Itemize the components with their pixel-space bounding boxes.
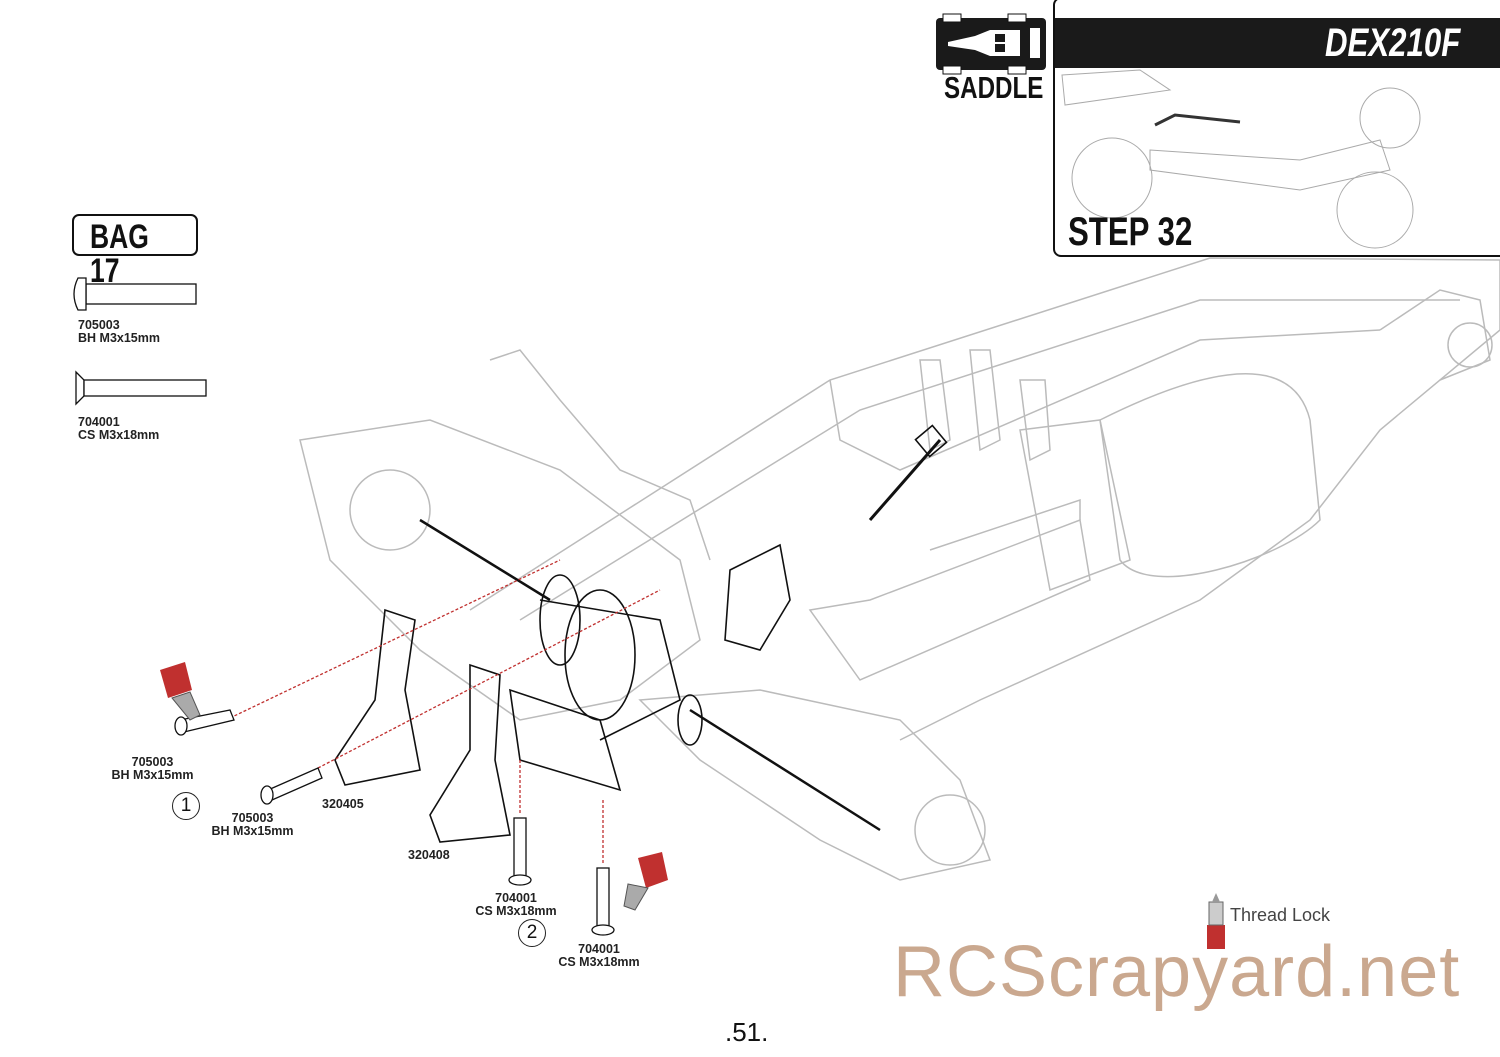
callout-brace-320408: 320408 <box>408 848 450 862</box>
callout-screw-1b: 705003 BH M3x15mm <box>205 812 300 838</box>
part-desc: CS M3x18mm <box>475 904 557 918</box>
part-number: 704001 <box>578 942 620 956</box>
callout-screw-2b: 704001 CS M3x18mm <box>551 943 647 969</box>
part-desc: CS M3x18mm <box>558 955 640 969</box>
bag-label-text: BAG 17 <box>90 218 149 290</box>
thread-lock-legend: Thread Lock <box>1230 905 1331 925</box>
part-number: 705003 <box>78 318 120 332</box>
bag-item-1: 705003 BH M3x15mm <box>78 319 160 345</box>
step-overview-panel <box>1053 0 1500 257</box>
part-desc: BH M3x15mm <box>111 768 194 782</box>
part-number: 704001 <box>495 891 537 905</box>
section-label: SADDLE <box>944 70 1044 105</box>
callout-screw-2a: 704001 CS M3x18mm <box>468 892 564 918</box>
step-marker-1: 1 <box>172 792 200 820</box>
bag-item-2: 704001 CS M3x18mm <box>78 416 159 442</box>
callout-brace-320405: 320405 <box>322 797 364 811</box>
callout-screw-1a: 705003 BH M3x15mm <box>100 756 205 782</box>
page-number: .51. <box>725 1017 769 1047</box>
thread-lock-bottle <box>160 662 1225 949</box>
bag-label: BAG 17 <box>72 214 198 288</box>
step-title: STEP 32 <box>1068 210 1193 254</box>
part-desc: BH M3x15mm <box>78 331 160 345</box>
model-logo: DEX210F <box>1325 21 1461 65</box>
saddle-icon <box>936 13 1046 75</box>
part-number: 705003 <box>231 811 274 825</box>
header-banner <box>1055 18 1500 68</box>
part-number: 704001 <box>78 415 120 429</box>
watermark: RCScrapyard.net <box>893 932 1461 1012</box>
part-number: 705003 <box>131 755 174 769</box>
part-desc: CS M3x18mm <box>78 428 160 442</box>
step-marker-2: 2 <box>518 919 546 947</box>
part-desc: BH M3x15mm <box>211 824 294 838</box>
